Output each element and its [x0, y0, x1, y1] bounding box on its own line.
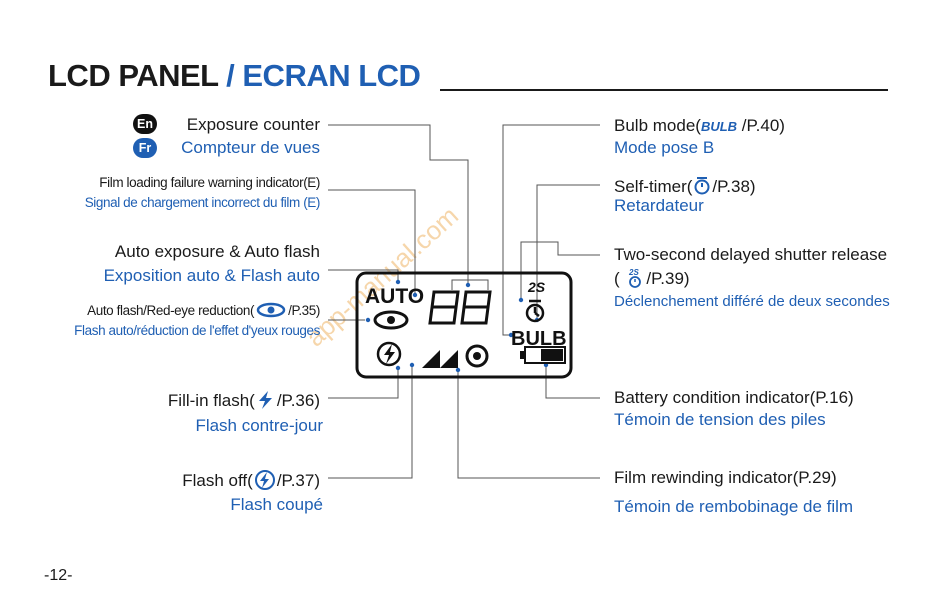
- flash-off-icon: [376, 341, 402, 367]
- red-eye-en: Auto flash/Red-eye reduction( /P.35): [87, 301, 320, 319]
- red-eye-en-pre: Auto flash/Red-eye reduction(: [87, 303, 255, 318]
- rewind-fr: Témoin de rembobinage de film: [614, 497, 854, 516]
- exposure-counter-en: Exposure counter: [186, 115, 320, 134]
- lcd-bulb: BULB: [511, 328, 567, 350]
- two-second-en2-pre: (: [614, 269, 620, 288]
- leader-lines: [328, 124, 600, 479]
- svg-text:2S: 2S: [628, 268, 639, 277]
- bulb-en: Bulb mode(BULB /P.40): [614, 117, 785, 134]
- two-second-fr: Déclenchement différé de deux secondes: [614, 293, 890, 310]
- film-loading-en: Film loading failure warning indicator(E…: [99, 175, 320, 190]
- battery-icon: [520, 346, 566, 364]
- fill-in-en: Fill-in flash( /P.36): [168, 390, 320, 410]
- flash-off-fr: Flash coupé: [230, 495, 323, 514]
- title-separator: /: [218, 58, 243, 93]
- bulb-en-mid: BULB: [700, 119, 738, 134]
- self-timer-fr: Retardateur: [614, 196, 704, 215]
- fill-in-en-post: /P.36): [276, 391, 320, 410]
- red-eye-inline-icon: [256, 302, 286, 318]
- self-timer-inline-icon: [694, 177, 710, 195]
- self-timer-en-pre: Self-timer(: [614, 177, 693, 196]
- bulb-fr: Mode pose B: [614, 138, 715, 157]
- self-timer-en-post: /P.38): [712, 177, 756, 196]
- flash-off-en: Flash off( /P.37): [182, 469, 320, 491]
- bulb-en-post: /P.40): [741, 116, 785, 135]
- battery-fr: Témoin de tension des piles: [614, 410, 826, 429]
- self-timer-icon: [525, 299, 545, 323]
- film-rewind-icon: [422, 350, 458, 368]
- red-eye-icon: [373, 310, 409, 330]
- flash-off-inline-icon: [254, 470, 275, 490]
- lcd-two-s: 2S: [527, 279, 546, 295]
- self-timer-en: Self-timer( /P.38): [614, 176, 756, 196]
- lcd-digits: 88: [445, 309, 447, 311]
- two-second-en2: ( 2S/P.39): [614, 267, 690, 289]
- flash-off-en-pre: Flash off(: [182, 471, 253, 490]
- exposure-counter-digits: [428, 290, 492, 325]
- auto-exposure-en: Auto exposure & Auto flash: [114, 242, 320, 261]
- title-rule: [440, 89, 888, 91]
- lcd-auto: AUTO: [365, 285, 424, 308]
- fill-in-fr: Flash contre-jour: [195, 416, 323, 435]
- red-eye-fr: Flash auto/réduction de l'effet d'yeux r…: [74, 323, 320, 338]
- lcd-frame: [355, 271, 573, 379]
- red-eye-en-post: /P.35): [288, 303, 320, 318]
- english-badge: En: [133, 114, 157, 134]
- exposure-counter-fr: Compteur de vues: [181, 138, 320, 157]
- bulb-en-pre: Bulb mode(: [614, 116, 701, 135]
- page-number: -12-: [44, 567, 73, 584]
- battery-en: Battery condition indicator(P.16): [614, 388, 854, 407]
- film-status-icon: [465, 344, 489, 368]
- fill-in-en-pre: Fill-in flash(: [167, 391, 255, 410]
- flash-off-en-post: /P.37): [276, 471, 320, 490]
- title-french: ECRAN LCD: [242, 58, 421, 93]
- two-second-timer-icon: 2S: [628, 268, 642, 288]
- title-english: LCD PANEL: [48, 58, 219, 93]
- auto-exposure-fr: Exposition auto & Flash auto: [103, 266, 320, 285]
- leader-dots: [365, 279, 549, 373]
- french-badge: Fr: [133, 138, 157, 158]
- page-title: LCD PANEL / ECRAN LCD: [48, 58, 421, 94]
- two-second-en: Two-second delayed shutter release: [614, 245, 888, 264]
- two-second-en2-post: /P.39): [646, 269, 690, 288]
- fill-in-flash-icon: [258, 391, 272, 409]
- film-loading-fr: Signal de chargement incorrect du film (…: [84, 195, 321, 210]
- rewind-en: Film rewinding indicator(P.29): [614, 468, 837, 487]
